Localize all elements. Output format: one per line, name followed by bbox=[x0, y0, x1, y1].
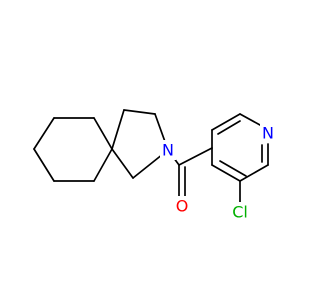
pyridine-ring bbox=[211, 113, 269, 182]
n-amide-text: N bbox=[162, 141, 174, 160]
atom-label-n-pyridine: N bbox=[260, 123, 276, 143]
n-pyridine-text: N bbox=[262, 124, 274, 143]
atom-label-cl: Cl bbox=[228, 202, 252, 222]
molecule-structure: N N O Cl bbox=[0, 0, 300, 300]
background bbox=[0, 0, 300, 300]
atom-label-o-carbonyl: O bbox=[173, 196, 191, 216]
atom-label-n-amide: N bbox=[160, 140, 176, 160]
o-carbonyl-text: O bbox=[176, 197, 189, 216]
cyclohexane-ring bbox=[33, 117, 113, 182]
cl-text: Cl bbox=[232, 203, 248, 222]
